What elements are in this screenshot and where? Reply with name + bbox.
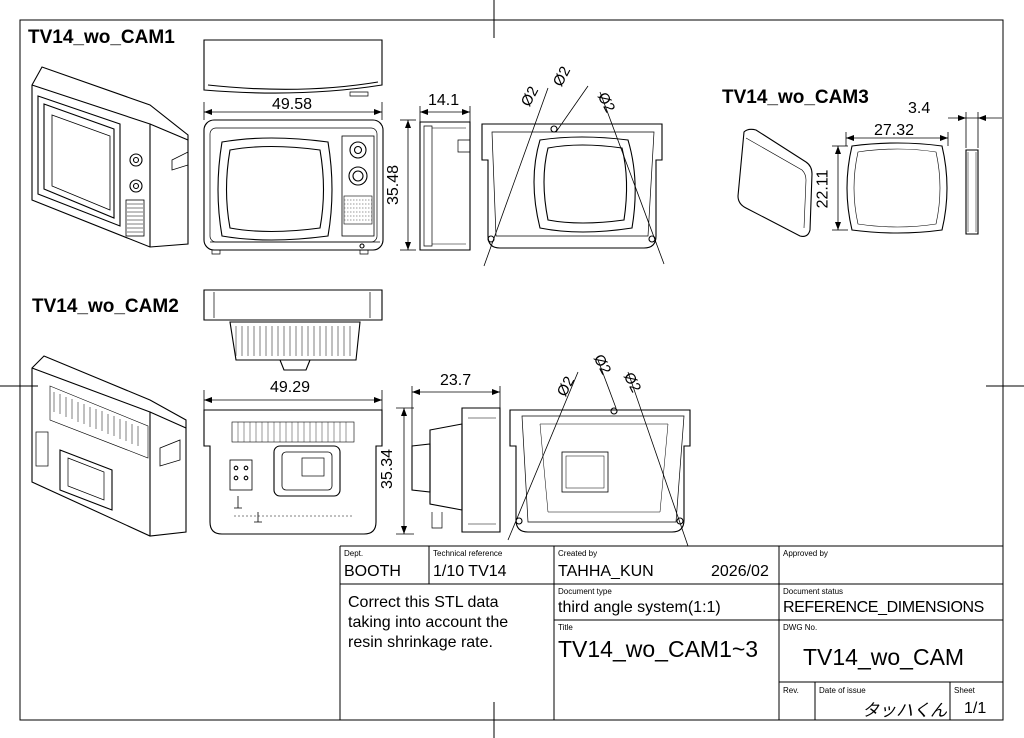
note-text: Correct this STL data taking into accoun… [348,594,509,651]
cam2-title: TV14_wo_CAM2 [32,296,179,317]
created-label: Created by [558,549,598,558]
techref-value: 1/10 TV14 [433,563,507,580]
dimension-lines [203,85,1002,547]
dimension-arrows [204,109,986,534]
created-date: 2026/02 [711,563,769,580]
dept-value: BOOTH [344,563,401,580]
cam1-side-view [419,121,471,251]
cam1-width-dim: 49.58 [272,96,313,113]
sheet-value: 1/1 [964,700,987,717]
doctype-label: Document type [558,587,612,596]
title-block-grid [339,545,1003,720]
cam3-title: TV14_wo_CAM3 [722,87,869,108]
cam1-height-dim: 35.48 [385,164,403,206]
cam3-iso-view [737,128,813,237]
rev-label: Rev. [783,686,799,695]
drawing-border [19,19,1004,721]
cam1-title: TV14_wo_CAM1 [28,27,175,48]
cam2-height-dim: 35.34 [379,448,397,490]
cam2-width-dim: 49.29 [270,379,311,396]
docstatus-label: Document status [783,587,844,596]
cam3-side-view [965,149,979,235]
cam3-front-view [846,142,948,234]
cam3-height-dim: 22.11 [814,169,832,209]
doctype-value: third angle system(1:1) [558,599,721,616]
signature: タッハくん [862,701,947,720]
cam2-top-view [203,289,383,371]
cam2-iso-view [31,355,187,537]
sheet-label: Sheet [954,686,975,695]
dwgno-value: TV14_wo_CAM [803,644,965,670]
approved-label: Approved by [783,549,828,558]
cam2-depth-dim: 23.7 [440,372,472,389]
title-label: Title [558,623,573,632]
cam3-width-dim: 27.32 [874,122,915,139]
cam1-front-view [203,119,384,255]
dwgno-label: DWG No. [783,623,818,632]
cam1-top-view [203,39,383,97]
cam2-side-view [411,407,501,533]
techref-label: Technical reference [433,549,503,558]
cam1-back-view [481,123,663,249]
drawing-title: TV14_wo_CAM1~3 [558,636,759,662]
cam1-depth-dim: 14.1 [428,92,460,109]
created-value: TAHHA_KUN [558,563,654,580]
docstatus-value: REFERENCE_DIMENSIONS [783,599,984,616]
cam2-cavity-view [509,407,691,533]
dept-label: Dept. [344,549,364,558]
date-label: Date of issue [819,686,866,695]
cam3-thickness-dim: 3.4 [908,100,931,117]
cam1-iso-view [31,66,189,248]
cam2-rear-view [203,409,383,535]
